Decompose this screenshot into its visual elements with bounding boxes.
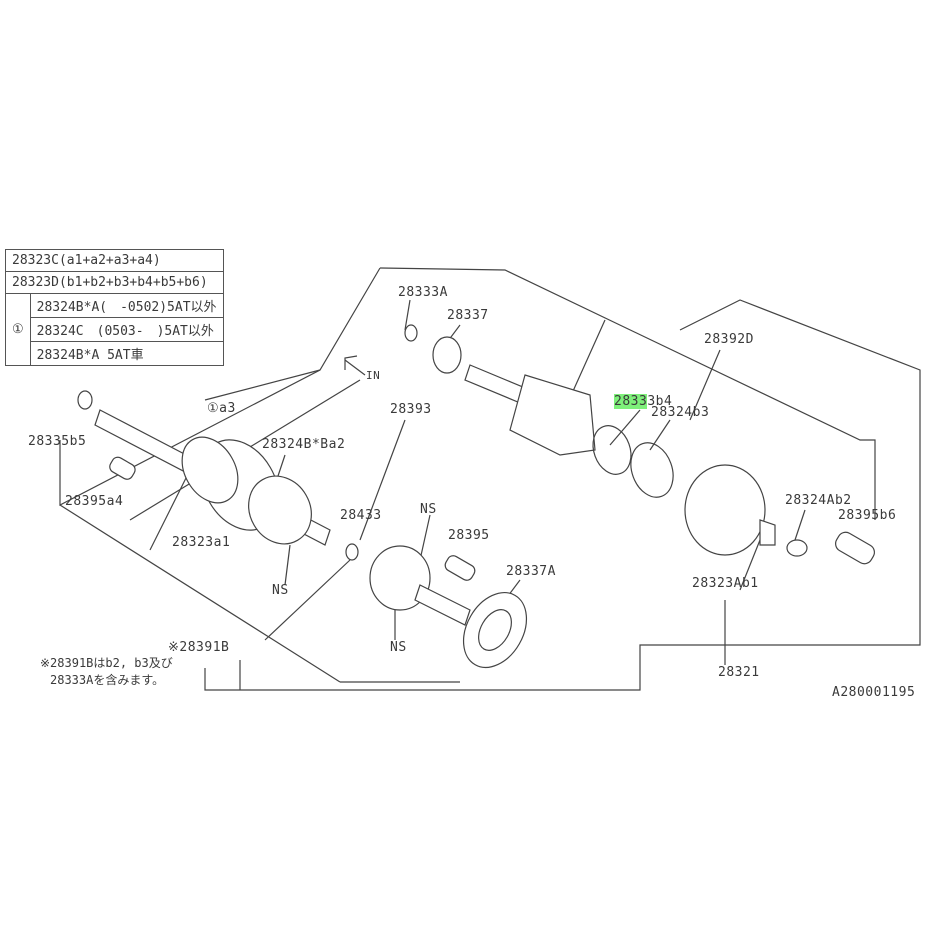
in-arrow [344, 355, 366, 376]
part-label: 28393 [390, 402, 432, 417]
legend-row: 28324B*A 5AT車 [29, 341, 224, 366]
part-label: 28333A [398, 285, 448, 300]
legend-row: 28324C (0503- )5AT以外 [29, 317, 224, 342]
part-label: 28392D [704, 332, 754, 347]
part-label: 28337A [506, 564, 556, 579]
part-label: NS [390, 640, 407, 655]
part-label-highlighted: 28333b4 [614, 394, 672, 409]
part-label: ※28391B [168, 640, 230, 655]
footnote-line: 28333Aを含みます。 [50, 673, 165, 687]
search-highlight: 2833 [614, 394, 648, 409]
part-label-suffix: 3b4 [647, 394, 673, 409]
legend-row: 28323C(a1+a2+a3+a4) [5, 249, 224, 272]
shaft-left [77, 390, 359, 561]
footnote: ※28391Bはb2, b3及び 28333Aを含みます。 [40, 655, 173, 689]
part-label: 28395b6 [838, 508, 897, 523]
part-label: 28395 [448, 528, 490, 543]
shaft-right [404, 324, 875, 565]
cv-joint-inner [369, 545, 528, 668]
direction-label: IN [366, 369, 381, 382]
part-label: 28323a1 [172, 535, 231, 550]
part-label: 28395a4 [65, 494, 124, 509]
part-label: 28323Ab1 [692, 576, 759, 591]
legend-row: 28324B*A( -0502)5AT以外 [29, 293, 224, 318]
footnote-line: ※28391Bはb2, b3及び [40, 656, 173, 670]
legend-table: 28323C(a1+a2+a3+a4) 28323D(b1+b2+b3+b4+b… [5, 249, 224, 366]
part-label: 28324Ab2 [785, 493, 852, 508]
part-label: ①a3 [207, 401, 236, 416]
part-label: 28324B*Ba2 [262, 437, 346, 452]
diagram-id: A280001195 [832, 685, 916, 700]
part-label: 28321 [718, 665, 760, 680]
part-label: NS [420, 502, 437, 517]
part-label: 28335b5 [28, 434, 87, 449]
part-label: 28337 [447, 308, 489, 323]
legend-row: 28323D(b1+b2+b3+b4+b5+b6) [5, 271, 224, 294]
legend-group-marker: ① [5, 293, 31, 366]
part-label: 28324b3 [651, 405, 710, 420]
part-label: NS [272, 583, 289, 598]
part-label: 28433 [340, 508, 382, 523]
